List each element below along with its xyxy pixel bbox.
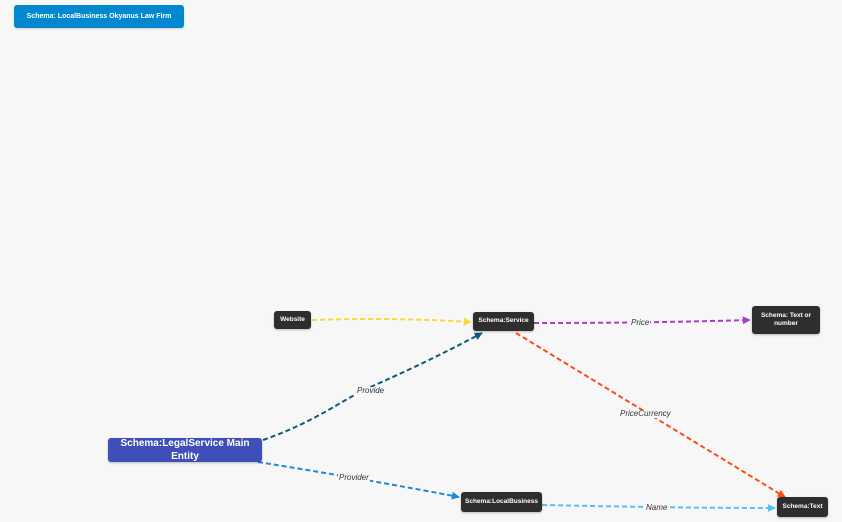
diagram-title: Schema: LocalBusiness Okyanus Law Firm [14, 5, 184, 28]
node-schema-text[interactable]: Schema:Text [777, 497, 828, 517]
node-schema-text-or-number[interactable]: Schema: Text or number [752, 306, 820, 334]
node-website[interactable]: Website [274, 311, 311, 329]
node-legalservice-main-entity[interactable]: Schema:LegalService Main Entity [108, 438, 262, 462]
edge-label-price: Price [630, 318, 651, 327]
node-schema-localbusiness[interactable]: Schema:LocalBusiness [461, 492, 542, 512]
edge-label-provider: Provider [338, 473, 370, 482]
edge-website-to-service[interactable] [311, 317, 472, 326]
edge-label-name: Name [645, 503, 669, 512]
edge-provide[interactable] [262, 332, 483, 441]
edge-price-currency[interactable] [515, 332, 786, 498]
edge-name[interactable] [541, 503, 776, 512]
edge-label-price-currency: PriceCurrency [619, 409, 672, 418]
edge-label-provide: Provide [356, 386, 386, 395]
node-schema-service[interactable]: Schema:Service [473, 312, 534, 331]
